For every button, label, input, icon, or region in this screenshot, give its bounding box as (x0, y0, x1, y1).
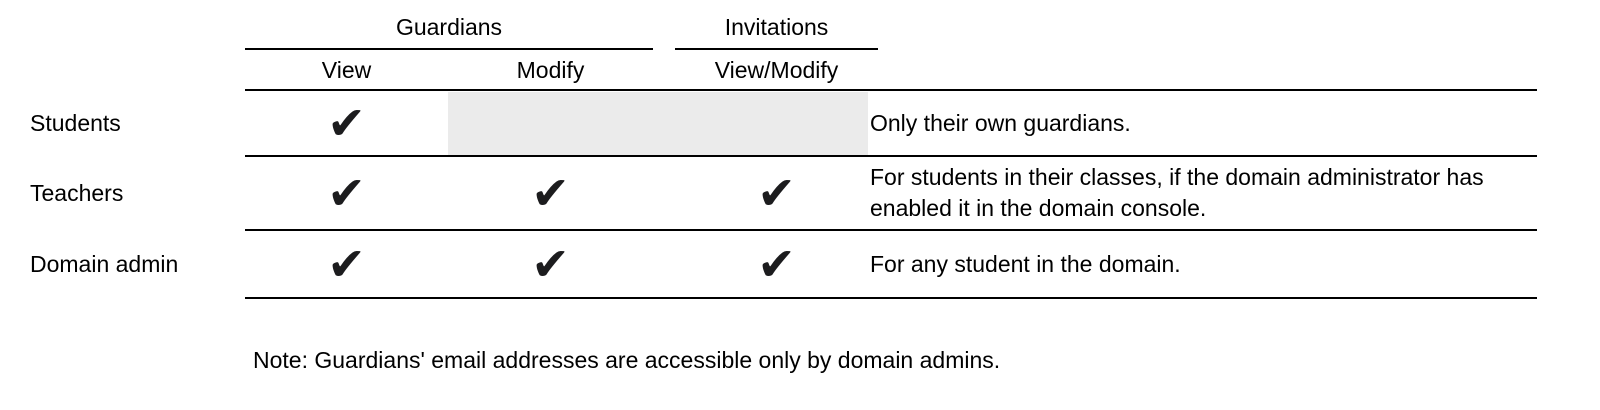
column-header-view-modify: View/Modify (714, 57, 839, 83)
guardians-underline (245, 48, 653, 50)
domain-admin-row-divider-line (245, 297, 1537, 299)
row-label-students: Students (30, 109, 121, 136)
row-label-teachers: Teachers (30, 179, 124, 206)
check-icon: ✔ (757, 167, 796, 219)
group-header-invitations: Invitations (724, 14, 829, 40)
row-label-domain-admin: Domain admin (30, 250, 179, 277)
domain-admin-note: For any student in the domain. (870, 250, 1181, 277)
check-icon: ✔ (531, 167, 570, 219)
students-disabled-cells-region (448, 92, 868, 155)
teachers-note: For students in their classes, if the do… (870, 164, 1484, 221)
students-row-divider-line (245, 155, 1537, 157)
footnote: Note: Guardians' email addresses are acc… (253, 347, 1001, 373)
invitations-underline (675, 48, 878, 50)
column-header-view: View (321, 57, 372, 83)
check-icon: ✔ (757, 238, 796, 290)
header-divider-line (245, 89, 1537, 91)
check-icon: ✔ (327, 97, 366, 149)
teachers-row-divider-line (245, 229, 1537, 231)
check-icon: ✔ (531, 238, 570, 290)
column-header-modify: Modify (516, 57, 585, 83)
group-header-guardians: Guardians (395, 14, 503, 40)
students-note: Only their own guardians. (870, 109, 1131, 136)
check-icon: ✔ (327, 167, 366, 219)
check-icon: ✔ (327, 238, 366, 290)
